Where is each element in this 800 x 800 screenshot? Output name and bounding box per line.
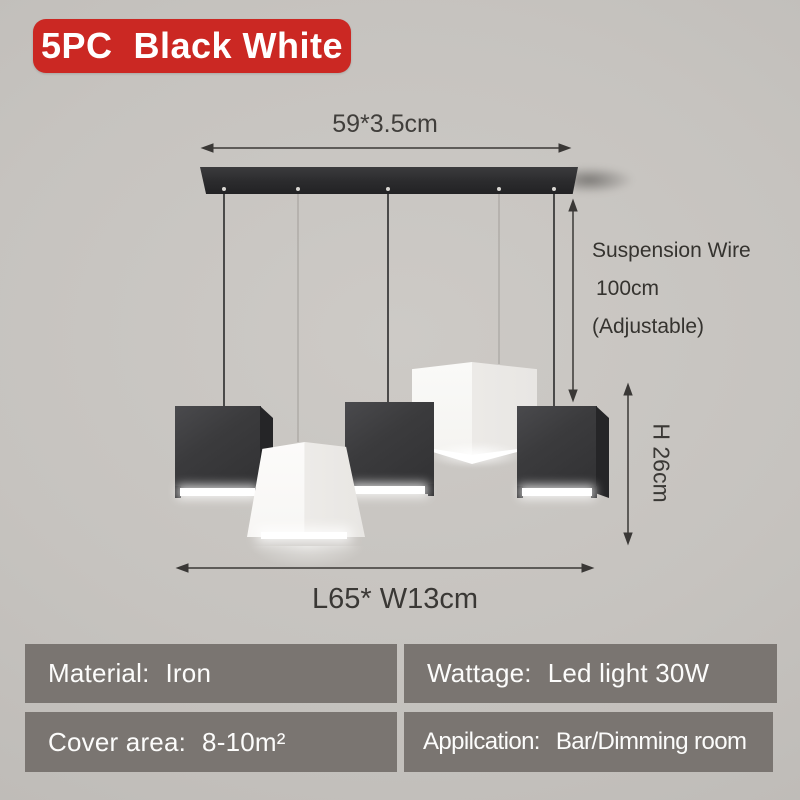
- spec-box-wattage: Wattage: Led light 30W: [404, 644, 777, 703]
- cube-frame: [175, 486, 181, 498]
- suspension-note-line1: Suspension Wire: [592, 239, 751, 262]
- height-dimension-arrow: [623, 382, 633, 546]
- cube-face: [345, 402, 434, 494]
- spec-label: Cover area:: [48, 726, 187, 757]
- bar-end-shadow: [572, 166, 634, 194]
- suspension-note-line3: (Adjustable): [592, 315, 705, 338]
- pendant-cube-black-2: [345, 402, 434, 499]
- light-diffuser: [180, 488, 255, 496]
- variant-badge: 5PC Black White: [33, 19, 351, 73]
- wire-mount-dot: [386, 187, 390, 191]
- cube-frame: [591, 486, 597, 498]
- bar-width-dimension-arrow: [200, 143, 572, 153]
- spec-label: Material:: [48, 658, 150, 688]
- wire-mount-dot: [296, 187, 300, 191]
- wire-mount-dot: [552, 187, 556, 191]
- wire-mount-dot: [222, 187, 226, 191]
- length-dimension-arrow: [175, 563, 595, 573]
- ceiling-bar-dimension-label: 59*3.5cm: [332, 110, 438, 138]
- cube-frame: [428, 484, 434, 496]
- spec-value: 8-10m²: [202, 726, 286, 757]
- height-dimension-label: H 26cm: [648, 423, 675, 503]
- spec-box-cover-area: Cover area: 8-10m²: [25, 712, 397, 772]
- spec-box-material: Material: Iron: [25, 644, 397, 703]
- suspension-length-dimension-arrow: [568, 198, 578, 403]
- pendant-cube-black-3: [517, 404, 609, 500]
- floor-reflection: [250, 546, 365, 568]
- light-diffuser: [522, 488, 592, 496]
- suspension-note-line2: 100cm: [596, 277, 660, 300]
- spec-label: Appilcation:: [423, 728, 540, 755]
- spec-box-application: Appilcation: Bar/Dimming room: [404, 712, 773, 772]
- spec-value: Led light 30W: [547, 658, 710, 688]
- suspension-wire-note: Suspension Wire 100cm (Adjustable): [592, 232, 751, 346]
- cube-face: [517, 406, 597, 494]
- wire-mount-dot: [497, 187, 501, 191]
- spec-label: Wattage:: [427, 658, 532, 688]
- spec-value: Iron: [165, 658, 212, 688]
- light-diffuser: [353, 486, 425, 494]
- light-diffuser: [261, 532, 347, 539]
- spec-value: Bar/Dimming room: [555, 728, 747, 755]
- pendant-cube-white-low: [247, 442, 365, 540]
- cube-face: [175, 406, 261, 494]
- cube-face: [596, 406, 609, 498]
- cube-frame: [517, 486, 523, 498]
- length-dimension-label: L65* W13cm: [311, 583, 478, 615]
